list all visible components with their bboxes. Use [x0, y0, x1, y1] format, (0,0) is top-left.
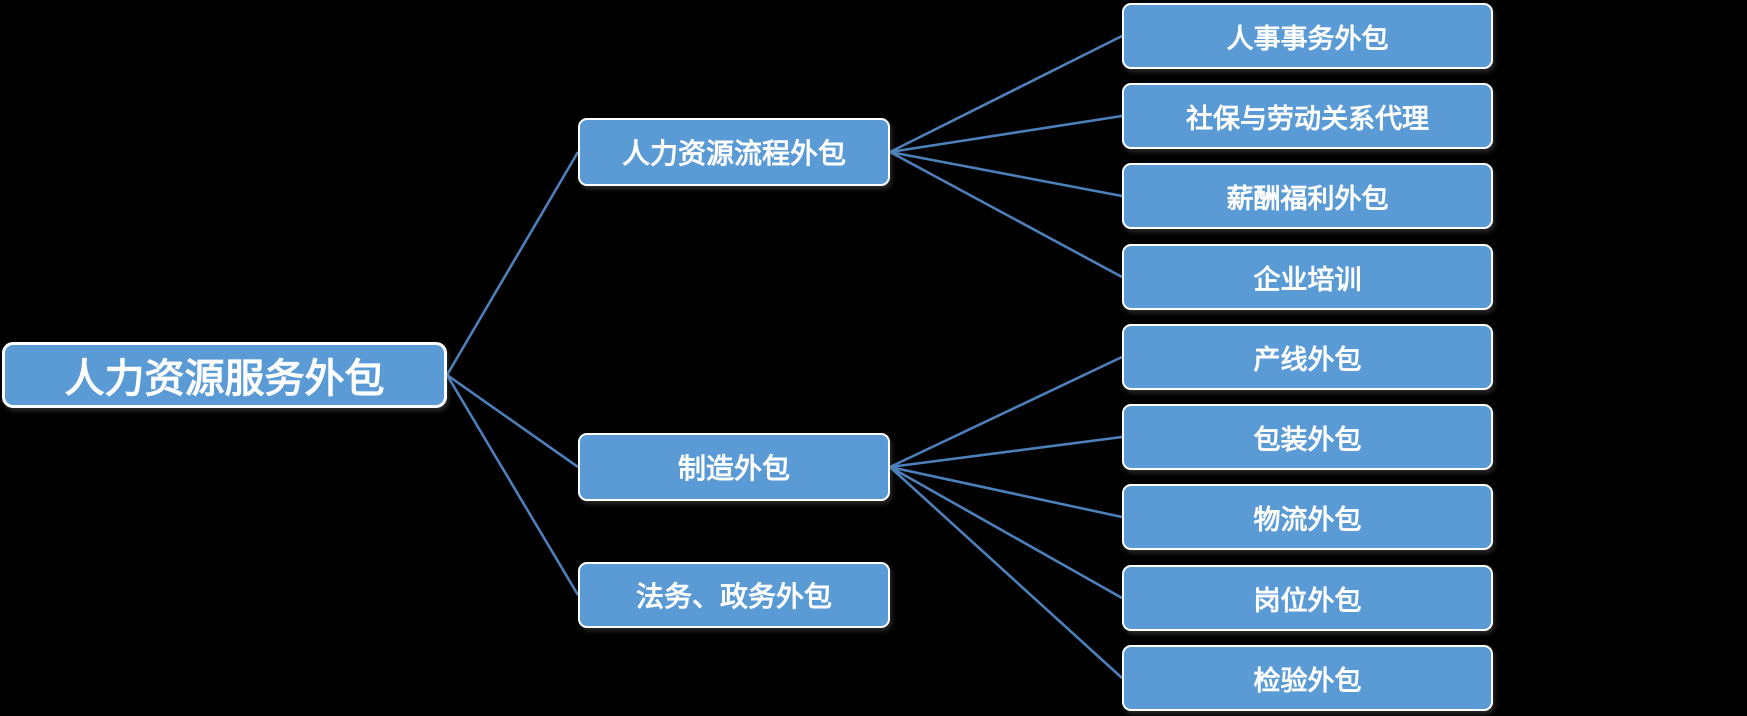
- connector-root-branch0: [445, 151, 580, 376]
- connector-branch0-leaf2: [889, 150, 1123, 198]
- leaf-node-production-line-outsourcing: 产线外包: [1122, 324, 1493, 390]
- connector-branch0-leaf1: [889, 114, 1123, 154]
- branch-node-hr-process-outsourcing: 人力资源流程外包: [578, 118, 890, 186]
- connector-branch1-leaf5: [889, 435, 1123, 469]
- branch-node-legal-government-outsourcing: 法务、政务外包: [578, 562, 890, 628]
- leaf-node-inspection-outsourcing: 检验外包: [1122, 645, 1493, 711]
- connector-branch1-leaf7: [889, 465, 1123, 600]
- root-node-hr-service-outsourcing: 人力资源服务外包: [2, 342, 447, 408]
- connector-root-branch2: [445, 374, 580, 596]
- leaf-node-packaging-outsourcing: 包装外包: [1122, 404, 1493, 470]
- connector-branch1-leaf4: [889, 355, 1123, 469]
- leaf-node-logistics-outsourcing: 物流外包: [1122, 484, 1493, 550]
- connector-root-branch1: [446, 373, 579, 469]
- leaf-node-personnel-affairs-outsourcing: 人事事务外包: [1122, 3, 1493, 69]
- connector-branch1-leaf6: [889, 465, 1123, 519]
- branch-node-manufacturing-outsourcing: 制造外包: [578, 433, 890, 501]
- leaf-node-corporate-training: 企业培训: [1122, 244, 1493, 310]
- leaf-node-position-outsourcing: 岗位外包: [1122, 565, 1493, 631]
- leaf-node-compensation-benefits-outsourcing: 薪酬福利外包: [1122, 163, 1493, 229]
- connector-branch0-leaf3: [889, 150, 1123, 279]
- connector-branch0-leaf0: [889, 34, 1123, 154]
- connector-branch1-leaf8: [889, 466, 1123, 679]
- leaf-node-social-security-labor-relations-agency: 社保与劳动关系代理: [1122, 83, 1493, 149]
